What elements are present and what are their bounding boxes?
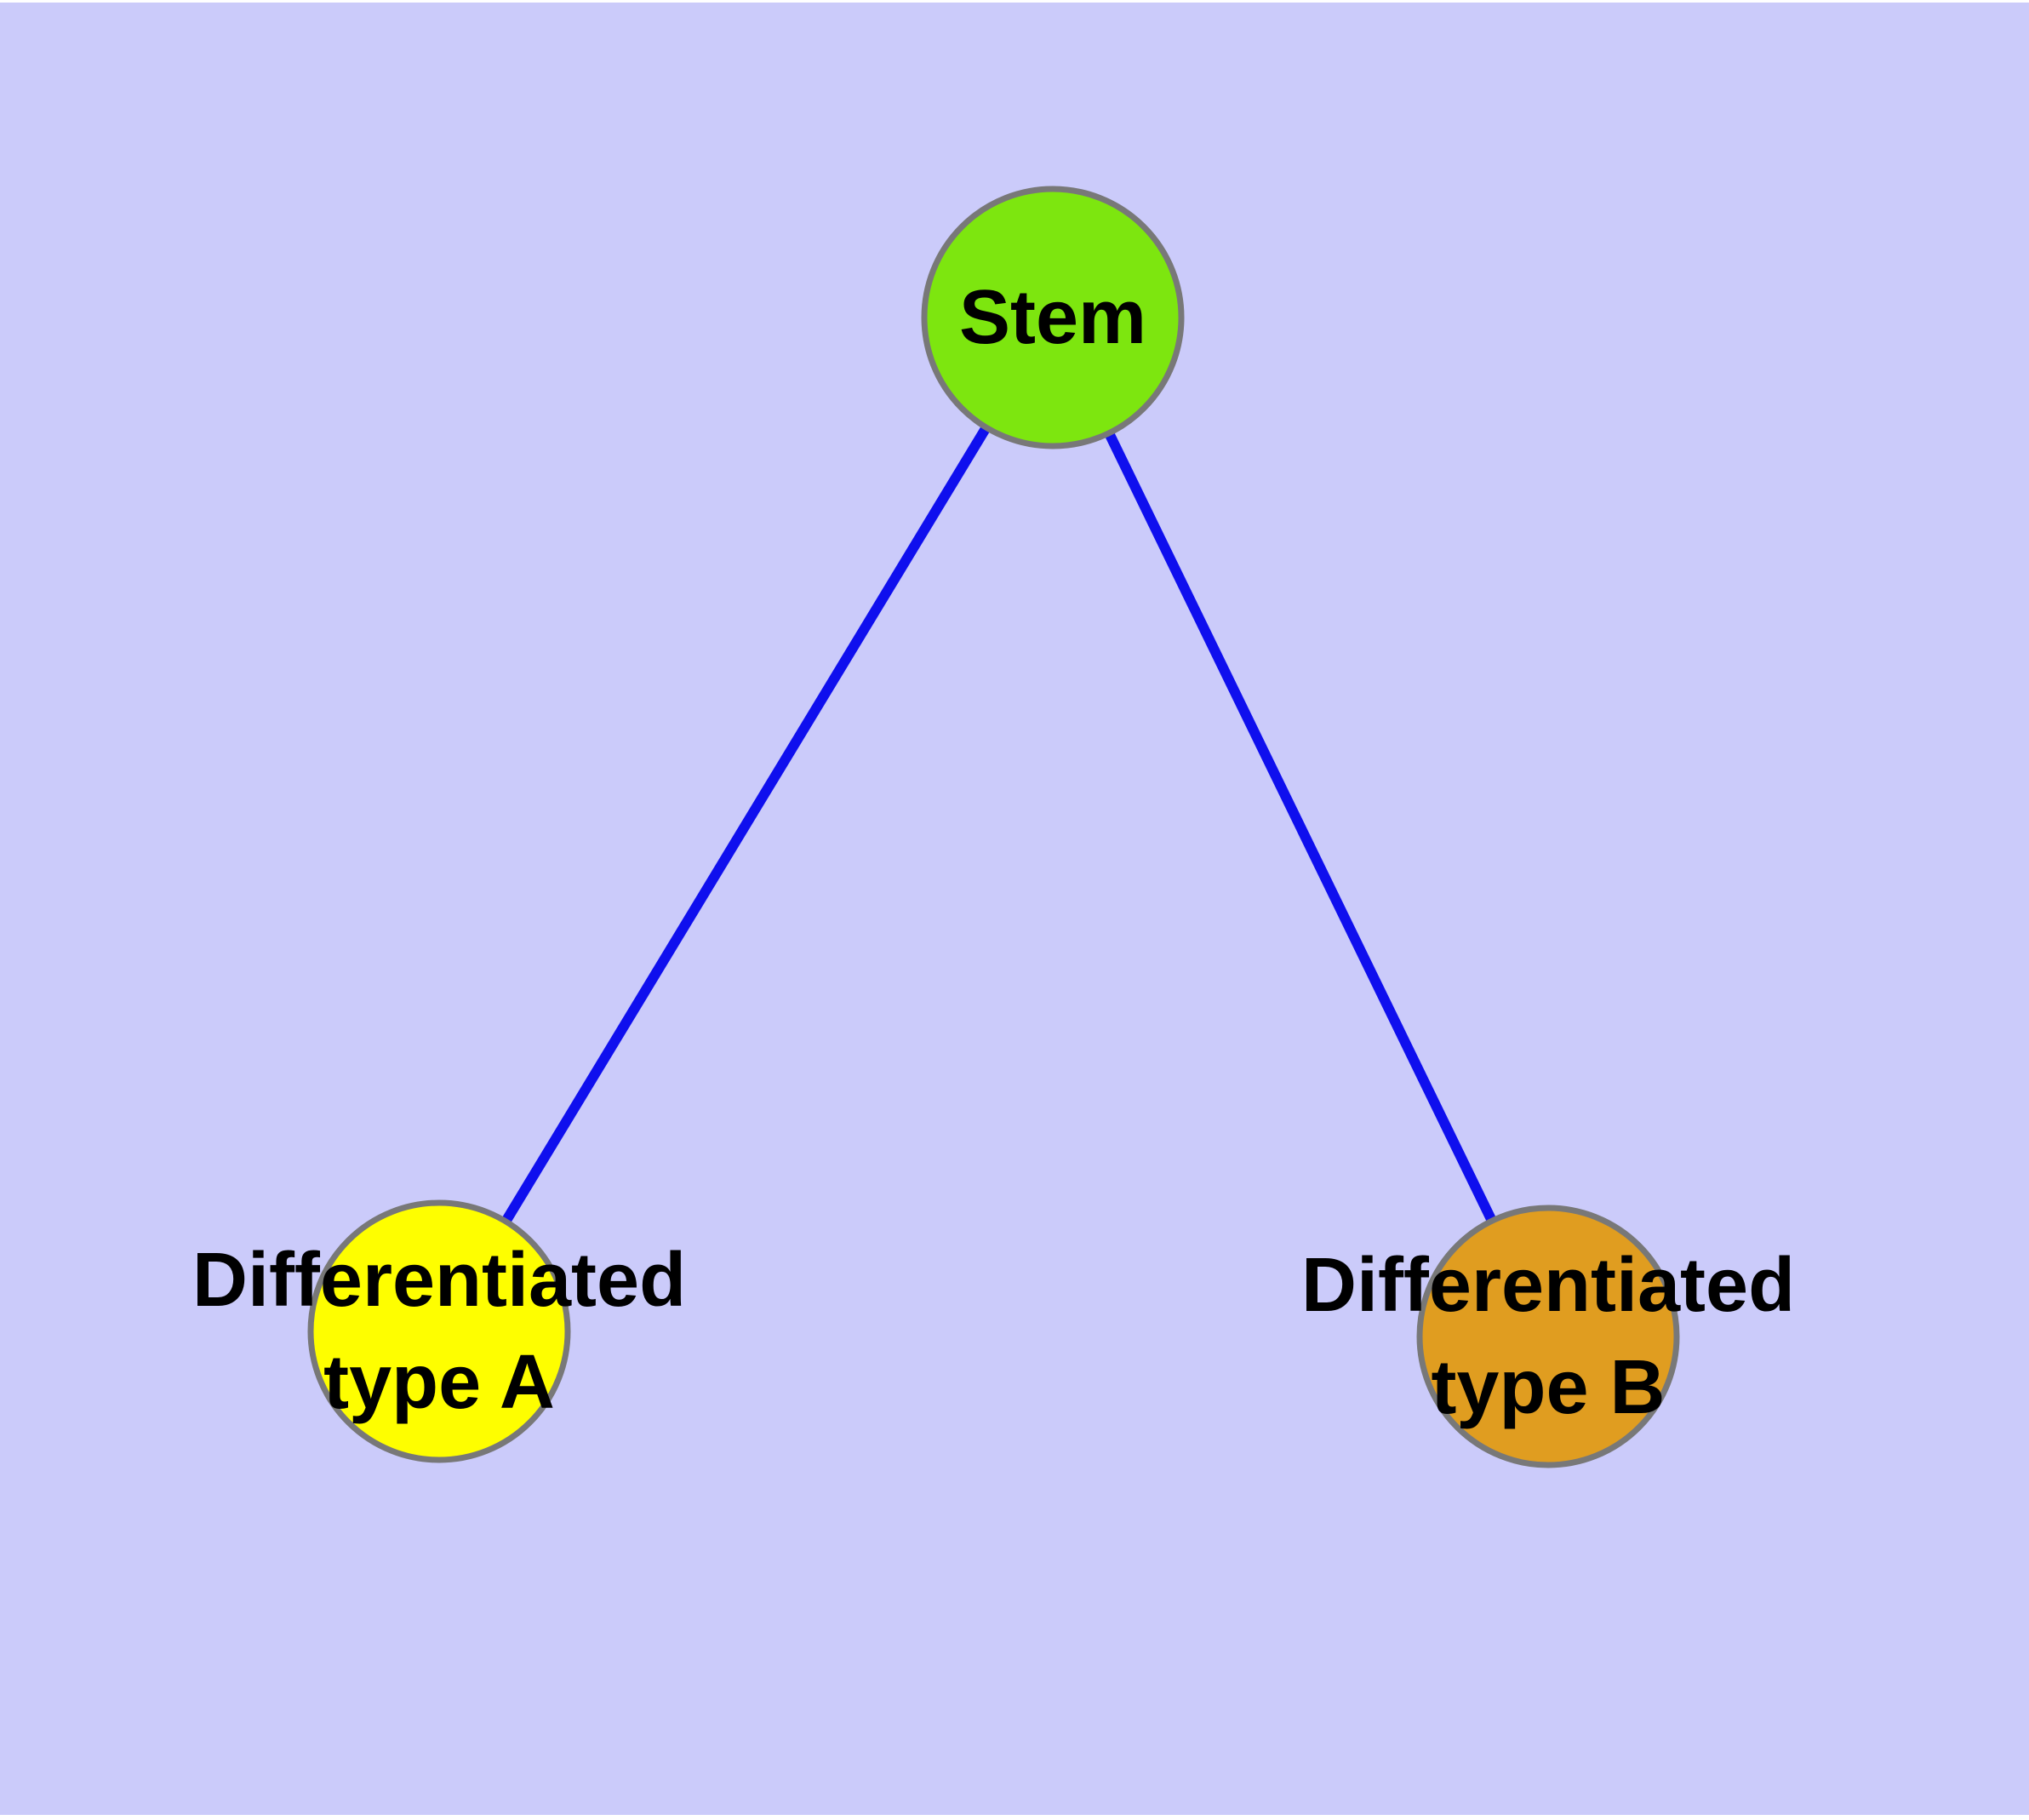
edge-stem-to-type-b xyxy=(1048,315,1553,1339)
node-differentiated-type-a-circle xyxy=(307,1199,571,1463)
node-stem-circle xyxy=(921,186,1185,449)
node-differentiated-type-b-circle xyxy=(1416,1205,1680,1468)
edge-stem-to-type-a xyxy=(434,314,1058,1335)
